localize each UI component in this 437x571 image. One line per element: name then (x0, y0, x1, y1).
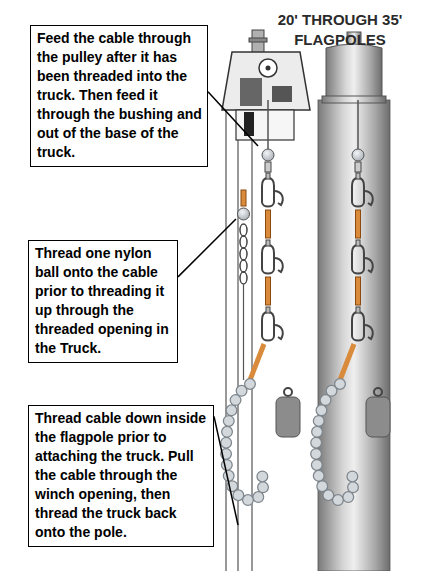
halyard-hardware (316, 100, 390, 500)
pulley (259, 59, 277, 77)
chain-link (240, 272, 247, 284)
halyard-hardware (226, 100, 300, 500)
leader-line (214, 416, 238, 525)
cable (237, 140, 238, 571)
chain-link (240, 248, 247, 260)
chain-link (240, 224, 247, 236)
rope-sleeve (241, 190, 246, 206)
truck-insert (272, 86, 292, 102)
callout-text: Feed the cable through the pulley after … (37, 29, 203, 162)
nylon-ball (238, 208, 250, 220)
callout-box: Thread cable down inside the flagpole pr… (28, 405, 214, 547)
leader-line (208, 92, 258, 146)
truck-insert (240, 78, 262, 106)
pole-wall (225, 110, 227, 571)
callout-box: Feed the cable through the pulley after … (30, 25, 208, 167)
pole-wall (251, 140, 253, 571)
pulley-axle (266, 66, 271, 71)
truck-housing (222, 52, 310, 110)
figure-title: 20' THROUGH 35' FLAGPOLES (255, 10, 425, 50)
truck-cap (326, 44, 382, 100)
truck-neck (236, 110, 294, 140)
callout-text: Thread one nylon ball onto the cable pri… (35, 244, 173, 358)
callout-box: Thread one nylon ball onto the cable pri… (28, 240, 178, 363)
truck-spindle (249, 38, 267, 42)
callout-text: Thread cable down inside the flagpole pr… (35, 409, 209, 542)
chain-link (240, 260, 247, 272)
chain-link (240, 236, 247, 248)
leader-line (178, 219, 236, 277)
cable (243, 284, 244, 380)
truck-collar (322, 96, 386, 103)
